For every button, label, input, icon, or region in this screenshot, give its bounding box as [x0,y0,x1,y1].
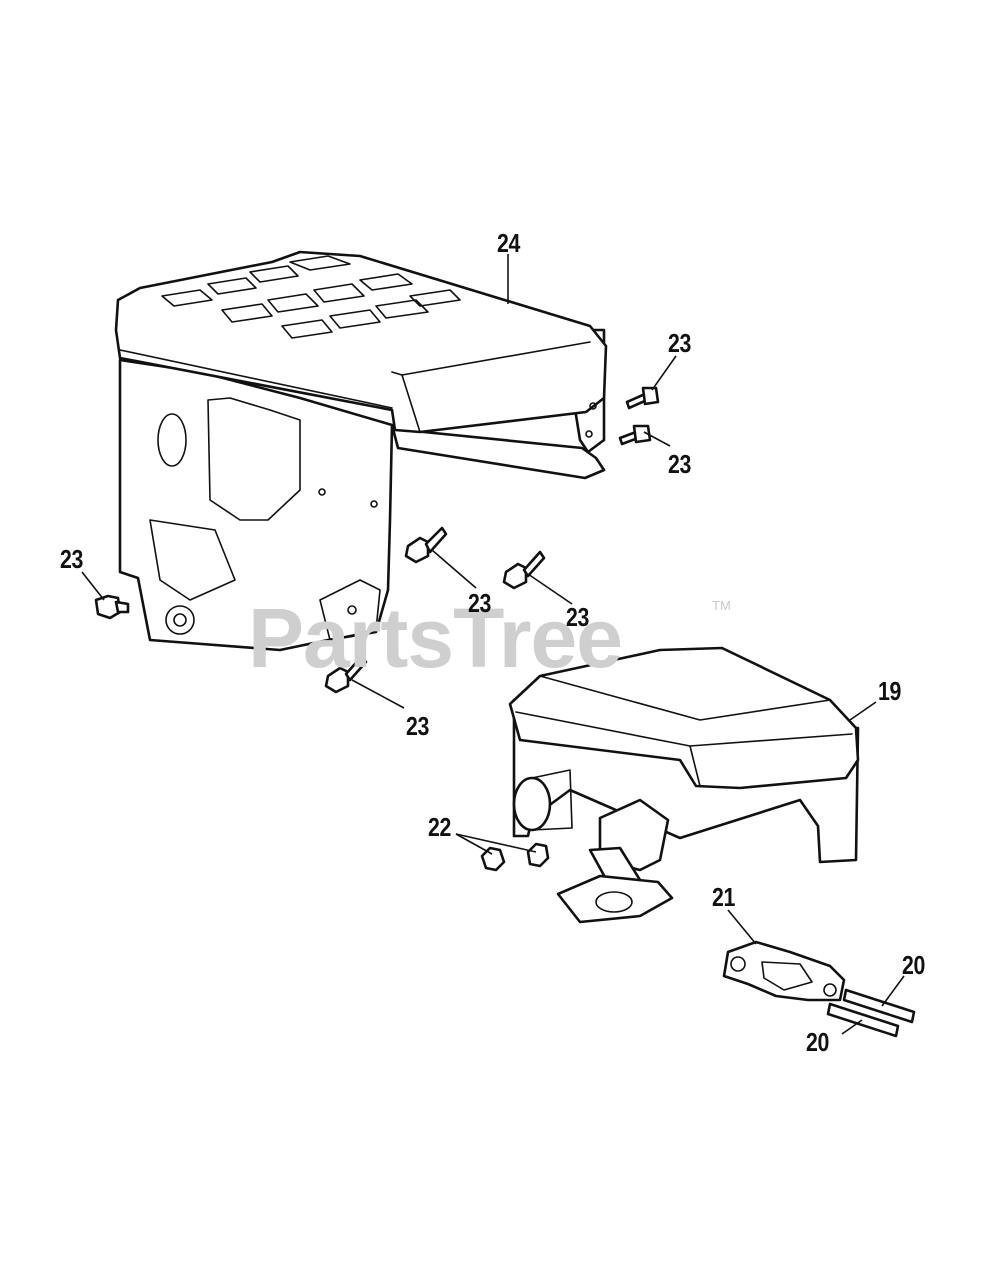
bolt-part-23[interactable] [618,424,652,446]
stud-part-20[interactable] [826,1002,900,1038]
bolt-part-23[interactable] [324,654,368,694]
callout-24: 24 [497,228,520,258]
callout-21: 21 [712,882,735,912]
air-cleaner-part-19[interactable] [508,646,860,924]
nut-part-22[interactable] [526,842,550,868]
bolt-part-23[interactable] [625,386,660,410]
callout-23: 23 [668,449,691,479]
engine-shroud-part-24[interactable] [114,250,608,652]
callout-23: 23 [668,328,691,358]
callout-22: 22 [428,812,451,842]
trademark-symbol: TM [712,598,731,613]
bolt-part-23[interactable] [404,526,448,564]
callout-23: 23 [468,588,491,618]
callout-19: 19 [878,676,901,706]
bolt-part-23[interactable] [502,550,546,590]
stud-part-20[interactable] [842,988,916,1024]
parts-tree-watermark: PartsTree [248,591,623,685]
nut-part-22[interactable] [480,846,506,872]
leader-lines [81,254,905,1035]
callout-23: 23 [406,711,429,741]
callout-23: 23 [60,544,83,574]
gasket-part-21[interactable] [722,940,846,1002]
callout-20: 20 [902,950,925,980]
callout-23: 23 [566,602,589,632]
bolt-part-23[interactable] [94,594,130,620]
callout-20: 20 [806,1027,829,1057]
